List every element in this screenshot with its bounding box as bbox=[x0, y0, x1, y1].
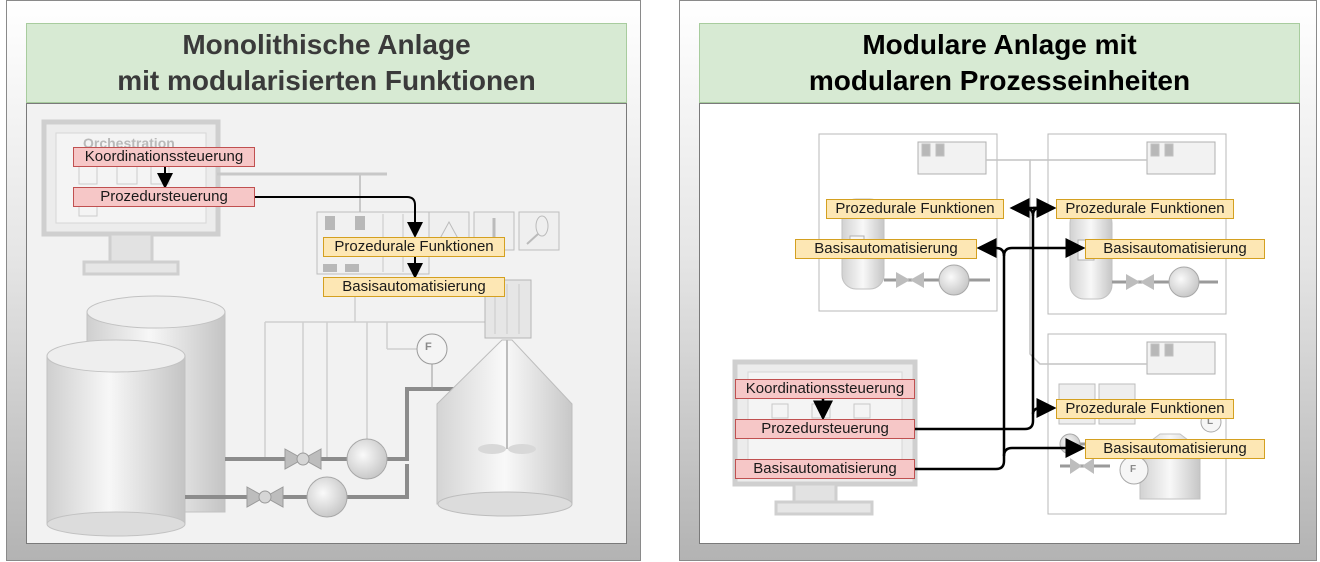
monolithic-title-line1: Monolithische Anlage bbox=[182, 29, 471, 60]
reactor-vessel bbox=[436, 279, 573, 517]
modular-title-line2: modularen Prozesseinheiten bbox=[808, 65, 1191, 96]
modular-panel: Modulare Anlage mit modularen Prozessein… bbox=[679, 0, 1317, 561]
prozedursteuerung-label: Prozedursteuerung bbox=[73, 187, 255, 207]
koordinationssteuerung-label: Koordinationssteuerung bbox=[73, 147, 255, 167]
basisautomatisierung-label: Basisautomatisierung bbox=[323, 277, 505, 297]
module-bus-lines bbox=[986, 159, 1147, 365]
flow-meter-icon bbox=[416, 333, 448, 389]
module-2-basisautomatisierung-label: Basisautomatisierung bbox=[1085, 239, 1265, 259]
valve bbox=[284, 448, 322, 470]
pump bbox=[346, 438, 388, 480]
module-3-basisautomatisierung-label: Basisautomatisierung bbox=[1085, 439, 1265, 459]
monolithic-diagram: Orchestration F Koordinationssteuerung P… bbox=[26, 103, 627, 544]
control-flow-arrows bbox=[157, 167, 423, 279]
monolithic-title-line2: mit modularisierten Funktionen bbox=[117, 65, 536, 96]
monolithic-panel: Monolithische Anlage mit modularisierten… bbox=[6, 0, 641, 561]
modular-title: Modulare Anlage mit modularen Prozessein… bbox=[699, 23, 1300, 103]
flow-meter-label: F bbox=[1130, 464, 1137, 475]
level-meter-label: L bbox=[1207, 416, 1214, 427]
monolithic-plant-illustration bbox=[41, 119, 573, 537]
prozedursteuerung-label: Prozedursteuerung bbox=[735, 419, 915, 439]
flow-meter-label: F bbox=[425, 341, 432, 353]
module-2-prozedurale-funktionen-label: Prozedurale Funktionen bbox=[1056, 199, 1234, 219]
storage-tank-front bbox=[46, 339, 186, 537]
module-1-basisautomatisierung-label: Basisautomatisierung bbox=[795, 239, 977, 259]
monolithic-title: Monolithische Anlage mit modularisierten… bbox=[26, 23, 627, 103]
prozedurale-funktionen-label: Prozedurale Funktionen bbox=[323, 237, 505, 257]
modular-diagram: F L Prozedurale Funktionen Basisautomati… bbox=[699, 103, 1300, 544]
pump bbox=[306, 476, 348, 518]
module-3-prozedurale-funktionen-label: Prozedurale Funktionen bbox=[1056, 399, 1234, 419]
koordinationssteuerung-label: Koordinationssteuerung bbox=[735, 379, 915, 399]
signal-lines bbox=[264, 289, 497, 459]
basisautomatisierung-orchestration-label: Basisautomatisierung bbox=[735, 459, 915, 479]
modular-title-line1: Modulare Anlage mit bbox=[862, 29, 1137, 60]
valve bbox=[246, 486, 284, 508]
control-flow-arrows bbox=[813, 198, 1086, 471]
module-1-prozedurale-funktionen-label: Prozedurale Funktionen bbox=[826, 199, 1004, 219]
